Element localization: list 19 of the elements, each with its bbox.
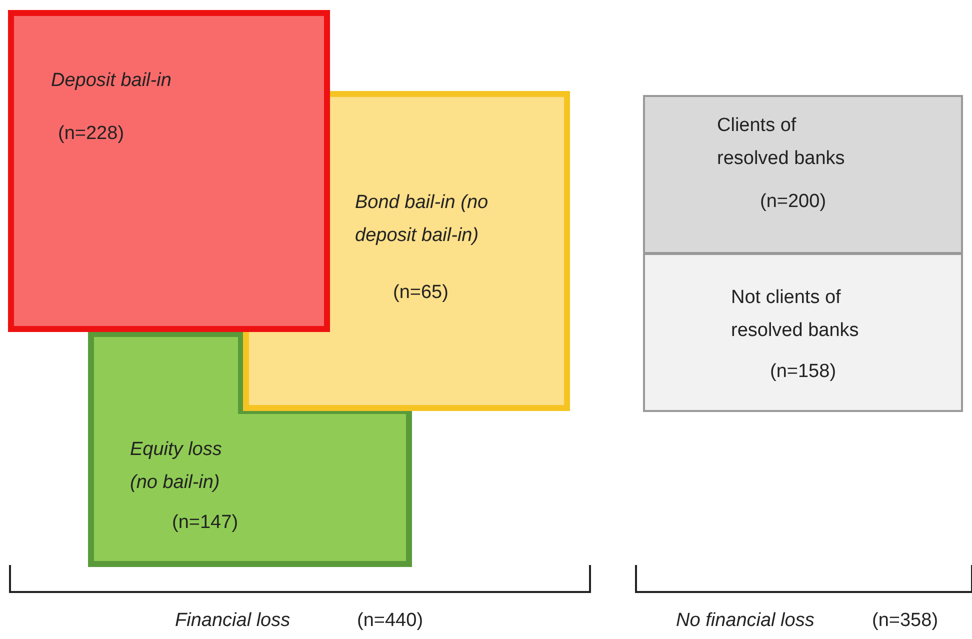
l-shaped-region — [243, 91, 570, 411]
category-label: Bond bail-in (no deposit bail-in) — [355, 191, 490, 248]
category-label: Not clients of resolved banks — [731, 286, 860, 343]
count-label: (n=440) — [357, 609, 424, 633]
count-label: (n=200) — [760, 190, 828, 214]
category-label: Deposit bail-in — [51, 69, 172, 93]
group-label: Financial loss — [175, 609, 290, 633]
l-shaped-region — [88, 331, 412, 567]
category-label: Clients of resolved banks — [717, 114, 846, 171]
count-label: (n=358) — [872, 609, 938, 633]
group-label: No financial loss — [676, 609, 814, 633]
count-label: (n=65) — [393, 281, 450, 305]
count-label: (n=147) — [172, 511, 240, 535]
region-box — [8, 10, 330, 332]
category-box — [643, 253, 963, 412]
category-box — [643, 95, 963, 254]
category-label: Equity loss (no bail-in) — [130, 438, 223, 495]
count-label: (n=158) — [770, 360, 838, 384]
count-label: (n=228) — [58, 122, 126, 146]
